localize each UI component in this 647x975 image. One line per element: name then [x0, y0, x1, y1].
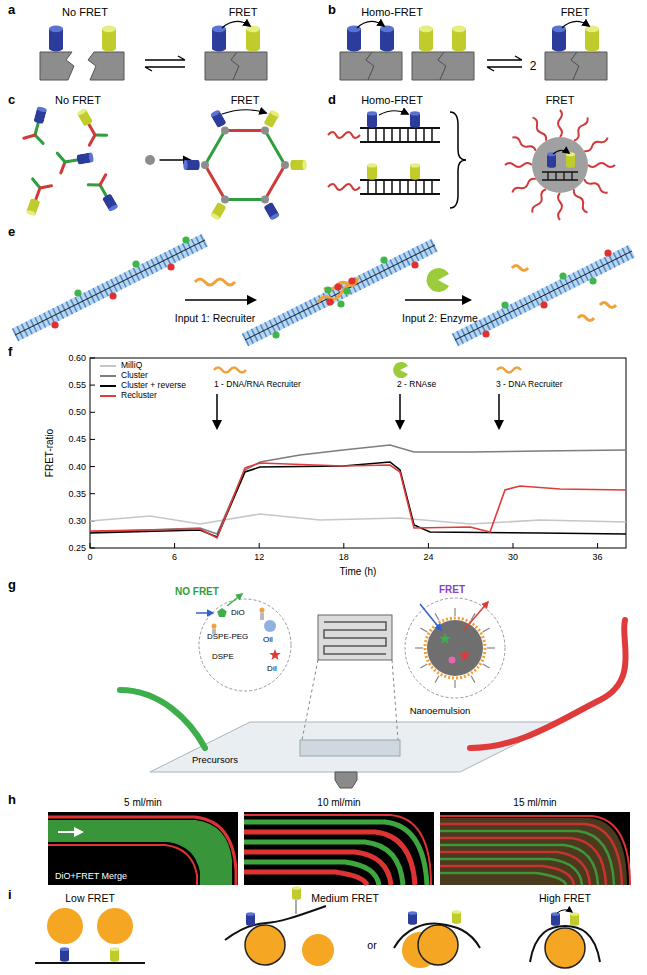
panel-letter: i	[8, 888, 12, 903]
component-label: DiI	[267, 664, 277, 673]
axis-tick: 0.35	[68, 489, 86, 499]
legend-text: MilliQ	[121, 361, 142, 371]
product-label: Nanoemulsion	[410, 706, 471, 717]
axis-tick: 0	[87, 552, 92, 562]
image-caption: DiO+FRET Merge	[55, 871, 127, 881]
axis-tick: 24	[423, 552, 433, 562]
flow-rate-label: 15 ml/min	[513, 797, 556, 809]
legend-text: Cluster + reverse	[121, 381, 186, 391]
axis-tick: 0.45	[68, 434, 86, 444]
panel-letter: g	[8, 578, 16, 593]
panel-letter: e	[8, 225, 15, 240]
axis-tick: 12	[254, 552, 264, 562]
legend-line-sample	[100, 395, 116, 397]
axis-tick: 0.60	[68, 353, 86, 363]
stoichiometry-number: 2	[530, 60, 537, 74]
legend-line-sample	[100, 385, 116, 387]
legend-text: Recluster	[121, 391, 157, 401]
axis-title: FRET-ratio	[44, 429, 56, 477]
component-label: Oil	[263, 635, 273, 644]
panel-letter: a	[8, 3, 15, 18]
state-label: FRET	[546, 94, 575, 107]
event-label: 3 - DNA Recruiter	[496, 380, 563, 390]
panel-c-art	[21, 105, 307, 221]
step-label: Input 1: Recruiter	[175, 312, 256, 324]
panel-d-art	[328, 110, 615, 220]
event-label: 2 - RNAse	[397, 380, 436, 390]
state-label: High FRET	[539, 892, 591, 904]
panel-a-art	[40, 21, 267, 80]
component-label: DSPE-PEG	[207, 632, 248, 641]
axis-tick: 0.40	[68, 461, 86, 471]
component-label: DiO	[231, 608, 245, 617]
axis-title: Time (h)	[340, 566, 377, 578]
state-label: FRET	[231, 94, 260, 107]
axis-tick: 0.30	[68, 516, 86, 526]
state-label: FRET	[229, 6, 258, 19]
state-label: No FRET	[55, 94, 101, 107]
legend-line-sample	[100, 375, 116, 377]
axis-tick: 0.25	[68, 543, 86, 553]
inlet-label: Precursors	[192, 755, 238, 766]
panel-letter: f	[8, 345, 12, 360]
panel-letter: b	[328, 3, 336, 18]
axis-tick: 0.50	[68, 407, 86, 417]
axis-tick: 6	[172, 552, 177, 562]
panel-h-images	[48, 812, 630, 885]
axis-tick: 36	[593, 552, 603, 562]
state-label: Low FRET	[65, 892, 115, 904]
state-label: Medium FRET	[311, 892, 379, 904]
axis-tick: 0.55	[68, 380, 86, 390]
flow-rate-label: 10 ml/min	[317, 797, 360, 809]
panel-g-art	[120, 594, 626, 788]
connector-word: or	[367, 939, 376, 951]
panel-i-art	[35, 886, 600, 968]
state-label: FRET	[561, 6, 590, 19]
panel-f-chart	[90, 358, 626, 548]
state-label: Homo-FRET	[361, 94, 423, 107]
event-label: 1 - DNA/RNA Recruiter	[214, 380, 301, 390]
panel-e-art	[15, 236, 632, 340]
step-label: Input 2: Enzyme	[402, 312, 478, 324]
state-label: No FRET	[62, 6, 108, 19]
panel-letter: h	[8, 793, 16, 808]
axis-tick: 30	[508, 552, 518, 562]
component-label: DSPE	[212, 652, 234, 661]
panel-letter: c	[8, 93, 15, 108]
axis-tick: 18	[339, 552, 349, 562]
state-label: FRET	[439, 584, 465, 596]
flow-rate-label: 5 ml/min	[124, 797, 162, 809]
panel-b-art	[340, 21, 607, 80]
state-label: NO FRET	[175, 586, 219, 598]
legend-text: Cluster	[121, 371, 148, 381]
state-label: Homo-FRET	[361, 6, 423, 19]
legend-line-sample	[100, 365, 116, 367]
panel-letter: d	[328, 93, 336, 108]
